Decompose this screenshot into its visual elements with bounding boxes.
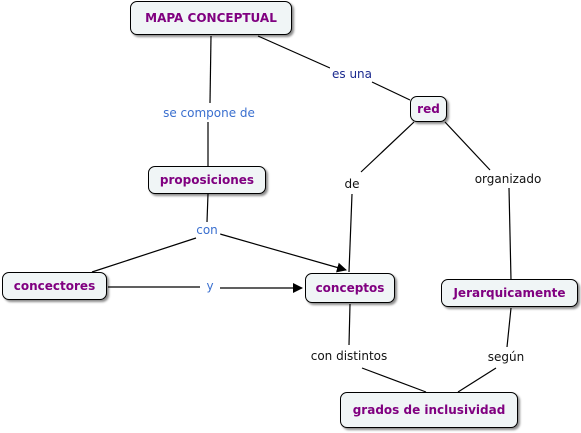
link-label-es-una: es una [329,67,375,81]
node-concectores[interactable]: concectores [2,272,107,300]
node-conceptos[interactable]: conceptos [305,273,395,303]
connector-red-organizado [444,121,491,171]
link-label-se-compone-de: se compone de [161,106,257,120]
connector-con-distintos-grados [361,367,427,393]
node-jerarquicamente[interactable]: Jerarquicamente [441,279,578,307]
link-label-de: de [342,177,362,191]
link-label-organizado: organizado [472,172,544,186]
node-grados-de-inclusividad[interactable]: grados de inclusividad [340,392,518,428]
node-jerarquicamente-label: Jerarquicamente [453,286,566,300]
connector-red-de [360,121,415,173]
connector-de-conceptos [348,193,353,273]
node-concectores-label: concectores [13,279,96,293]
connector-con-conceptos-arrow [219,233,347,273]
node-red[interactable]: red [410,96,447,122]
node-grados-label: grados de inclusividad [352,403,506,417]
node-proposiciones[interactable]: proposiciones [148,166,266,194]
node-proposiciones-label: proposiciones [159,173,255,187]
node-mapa-conceptual-label: MAPA CONCEPTUAL [145,11,277,25]
connector-con-concectores [91,237,197,273]
node-red-label: red [417,102,440,116]
node-mapa-conceptual[interactable]: MAPA CONCEPTUAL [130,1,292,35]
connector-proposiciones-con [206,193,209,223]
connector-es-una-red [371,81,411,101]
link-label-segun: según [485,350,527,364]
connector-jerarquicamente-segun [506,307,512,348]
connector-organizado-jerarquicamente [508,187,512,281]
connector-mapa-se-compone [209,35,212,104]
link-label-y: y [204,279,216,293]
connector-conceptos-con-distintos [348,303,351,346]
node-conceptos-label: conceptos [315,281,385,295]
link-label-con-distintos: con distintos [308,349,390,363]
connector-segun-grados [457,367,497,393]
connector-mapa-es-una [257,35,331,69]
link-label-con: con [194,223,220,237]
